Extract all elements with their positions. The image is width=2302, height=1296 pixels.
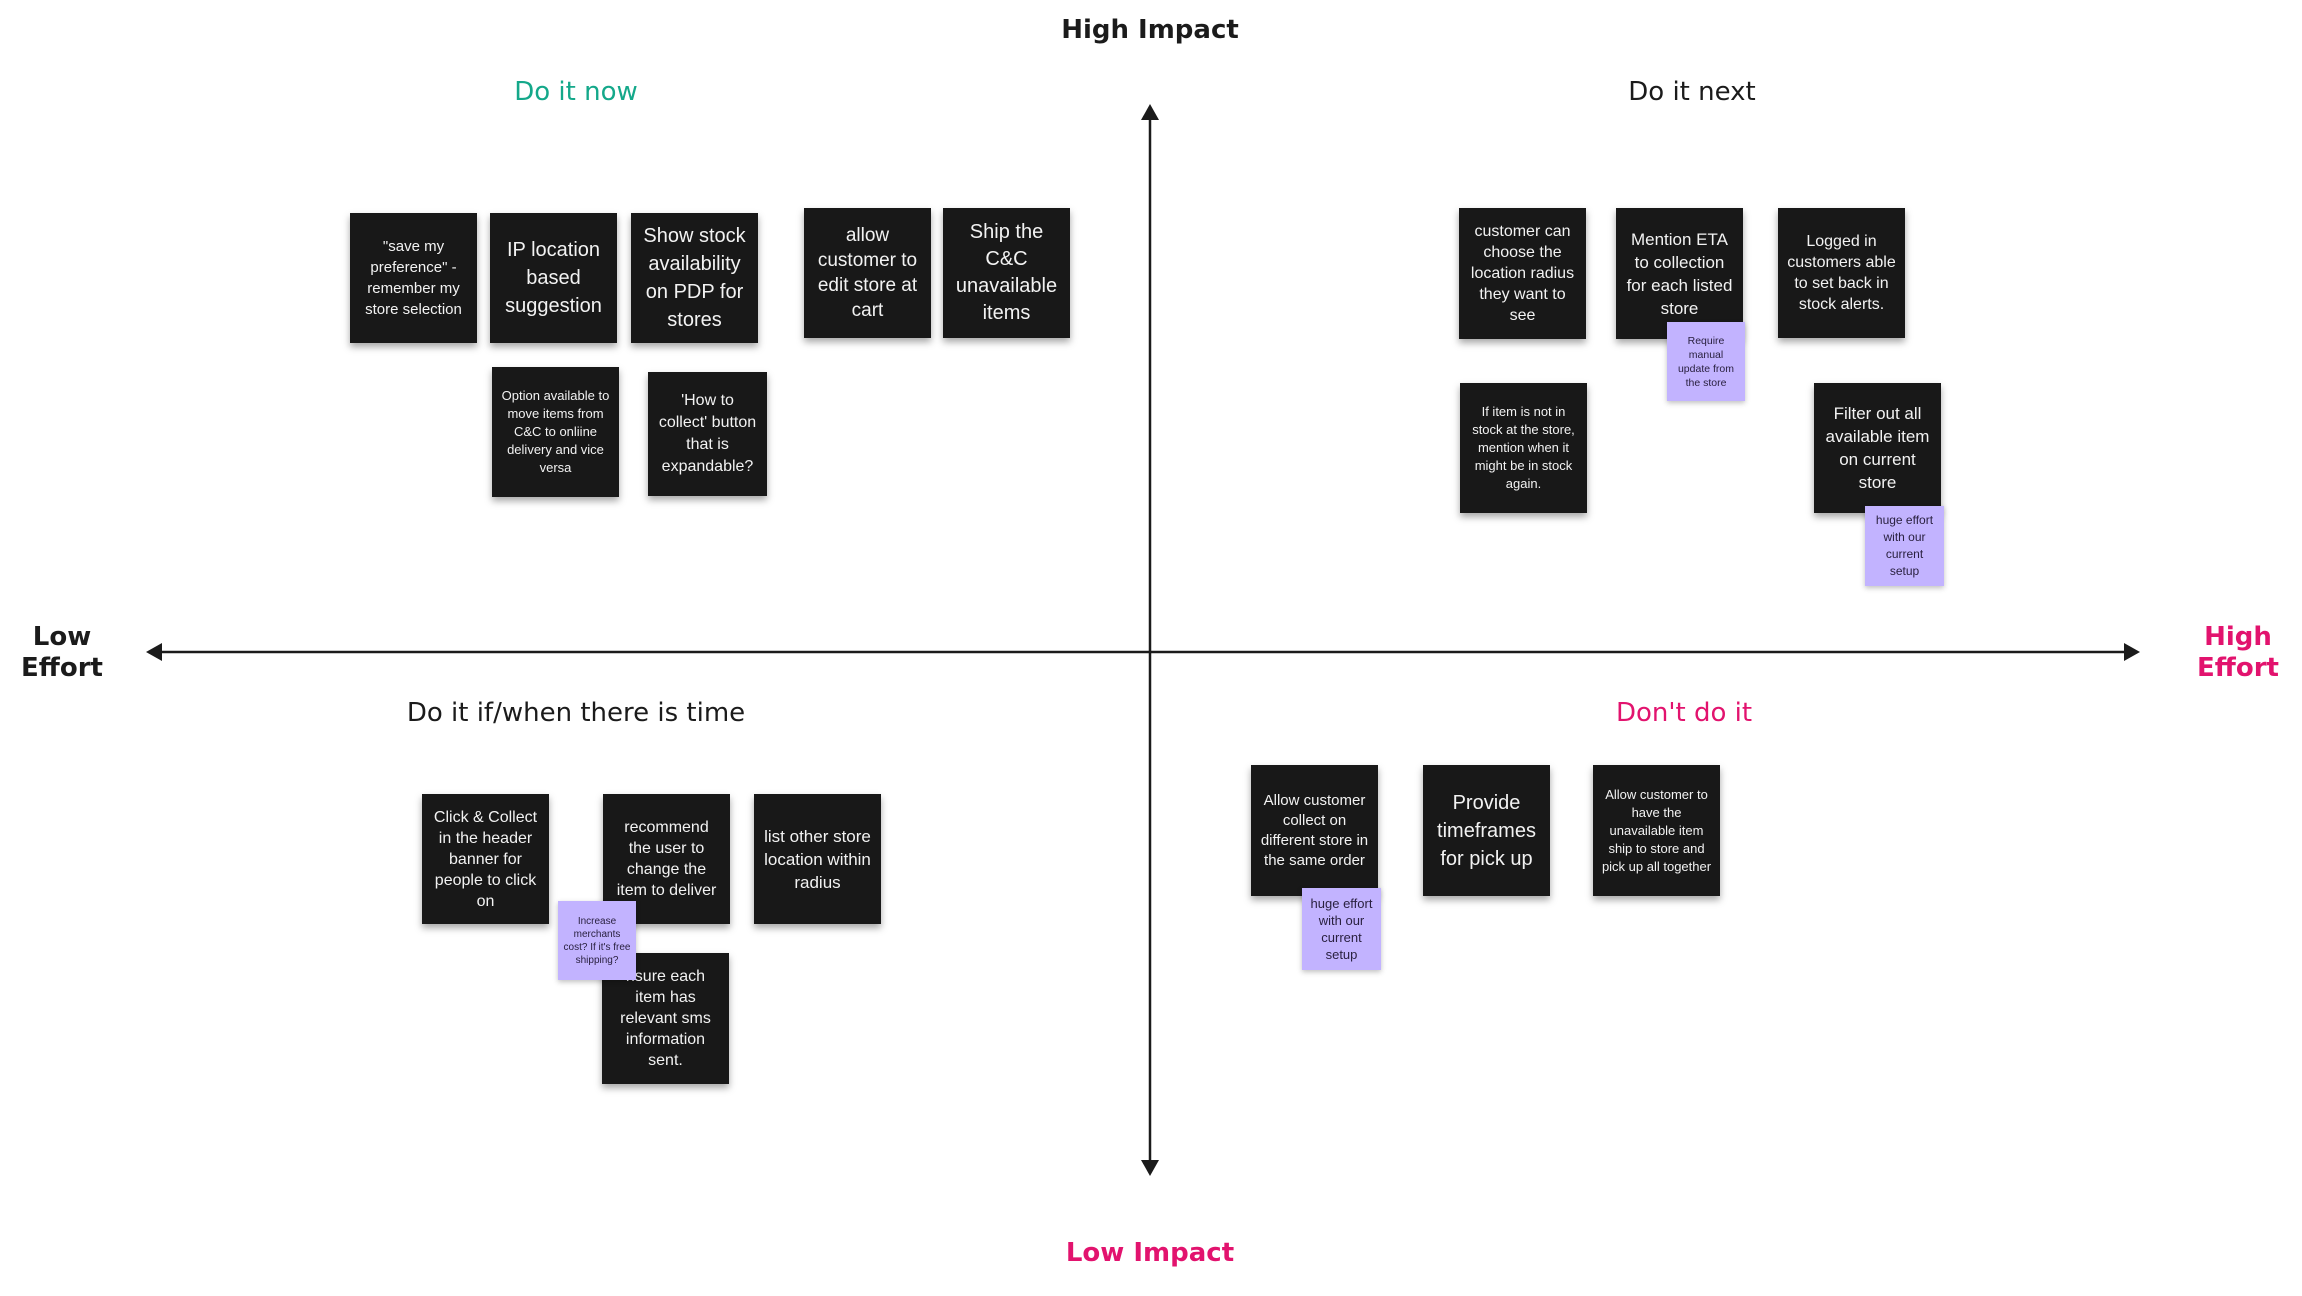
sticky-note-text: Show stock availability on PDP for store… xyxy=(643,225,746,331)
sticky-note-text: allow customer to edit store at cart xyxy=(817,225,918,321)
sticky-note-text: list other store location within radius xyxy=(764,826,871,892)
axis-label-low-impact: Low Impact xyxy=(1065,1238,1235,1268)
sticky-note-text: Provide timeframes for pick up xyxy=(1437,791,1536,870)
sticky-note-text: Filter out all available item on current… xyxy=(1825,404,1930,492)
sticky-note[interactable]: Filter out all available item on current… xyxy=(1814,383,1941,513)
quadrant-title-do-it-now: Do it now xyxy=(514,77,638,107)
sticky-note[interactable]: customer can choose the location radius … xyxy=(1459,208,1586,339)
comment-note[interactable]: huge effort with our current setup xyxy=(1865,506,1944,586)
quadrant-title-do-it-if-time: Do it if/when there is time xyxy=(406,698,746,728)
arrow-left-icon xyxy=(146,643,162,661)
sticky-note[interactable]: Show stock availability on PDP for store… xyxy=(631,213,758,343)
sticky-note[interactable]: IP location based suggestion xyxy=(490,213,617,343)
sticky-note-text: Allow customer collect on different stor… xyxy=(1260,791,1369,869)
sticky-note-text: Ship the C&C unavailable items xyxy=(955,221,1058,324)
sticky-note[interactable]: recommend the user to change the item to… xyxy=(603,794,730,924)
arrow-up-icon xyxy=(1141,104,1159,120)
sticky-note-text: Option available to move items from C&C … xyxy=(501,388,610,475)
comment-note-text: Require manual update from the store xyxy=(1677,334,1735,389)
axis-label-low-effort: Low Effort xyxy=(21,622,103,683)
sticky-note-text: nsure each item has relevant sms informa… xyxy=(620,968,711,1069)
sticky-note-text: IP location based suggestion xyxy=(505,239,602,317)
sticky-note[interactable]: Logged in customers able to set back in … xyxy=(1778,208,1905,338)
sticky-note[interactable]: Option available to move items from C&C … xyxy=(492,367,619,497)
sticky-note[interactable]: list other store location within radius xyxy=(754,794,881,924)
comment-note-text: Increase merchants cost? If it's free sh… xyxy=(563,915,631,966)
sticky-note-text: customer can choose the location radius … xyxy=(1470,223,1575,324)
sticky-note[interactable]: Click & Collect in the header banner for… xyxy=(422,794,549,924)
axis-label-high-effort: High Effort xyxy=(2197,622,2279,683)
arrow-down-icon xyxy=(1141,1160,1159,1176)
sticky-note[interactable]: Allow customer to have the unavailable i… xyxy=(1593,765,1720,896)
sticky-note-text: "save my preference" - remember my store… xyxy=(365,238,462,318)
comment-note[interactable]: Increase merchants cost? If it's free sh… xyxy=(558,901,636,980)
sticky-note[interactable]: allow customer to edit store at cart xyxy=(804,208,931,338)
comment-note[interactable]: huge effort with our current setup xyxy=(1302,888,1381,970)
sticky-note-text: 'How to collect' button that is expandab… xyxy=(658,392,757,475)
sticky-note[interactable]: 'How to collect' button that is expandab… xyxy=(648,372,767,496)
quadrant-title-do-it-next: Do it next xyxy=(1628,77,1756,107)
comment-note-text: huge effort with our current setup xyxy=(1310,896,1373,962)
sticky-note-text: Logged in customers able to set back in … xyxy=(1787,233,1896,313)
sticky-note[interactable]: Mention ETA to collection for each liste… xyxy=(1616,208,1743,339)
axis-label-high-impact: High Impact xyxy=(1061,15,1239,45)
sticky-note[interactable]: If item is not in stock at the store, me… xyxy=(1460,383,1587,513)
sticky-note[interactable]: "save my preference" - remember my store… xyxy=(350,213,477,343)
sticky-note-text: Click & Collect in the header banner for… xyxy=(433,808,538,910)
sticky-note[interactable]: Allow customer collect on different stor… xyxy=(1251,765,1378,896)
sticky-note-text: Allow customer to have the unavailable i… xyxy=(1601,786,1712,874)
sticky-note[interactable]: Ship the C&C unavailable items xyxy=(943,208,1070,338)
sticky-note-text: If item is not in stock at the store, me… xyxy=(1472,404,1575,491)
comment-note[interactable]: Require manual update from the store xyxy=(1667,322,1745,401)
quadrant-title-dont-do-it: Don't do it xyxy=(1615,698,1753,728)
sticky-note-text: recommend the user to change the item to… xyxy=(616,819,717,899)
sticky-note[interactable]: Provide timeframes for pick up xyxy=(1423,765,1550,896)
comment-note-text: huge effort with our current setup xyxy=(1875,513,1934,578)
arrow-right-icon xyxy=(2124,643,2140,661)
sticky-note-text: Mention ETA to collection for each liste… xyxy=(1626,229,1733,318)
